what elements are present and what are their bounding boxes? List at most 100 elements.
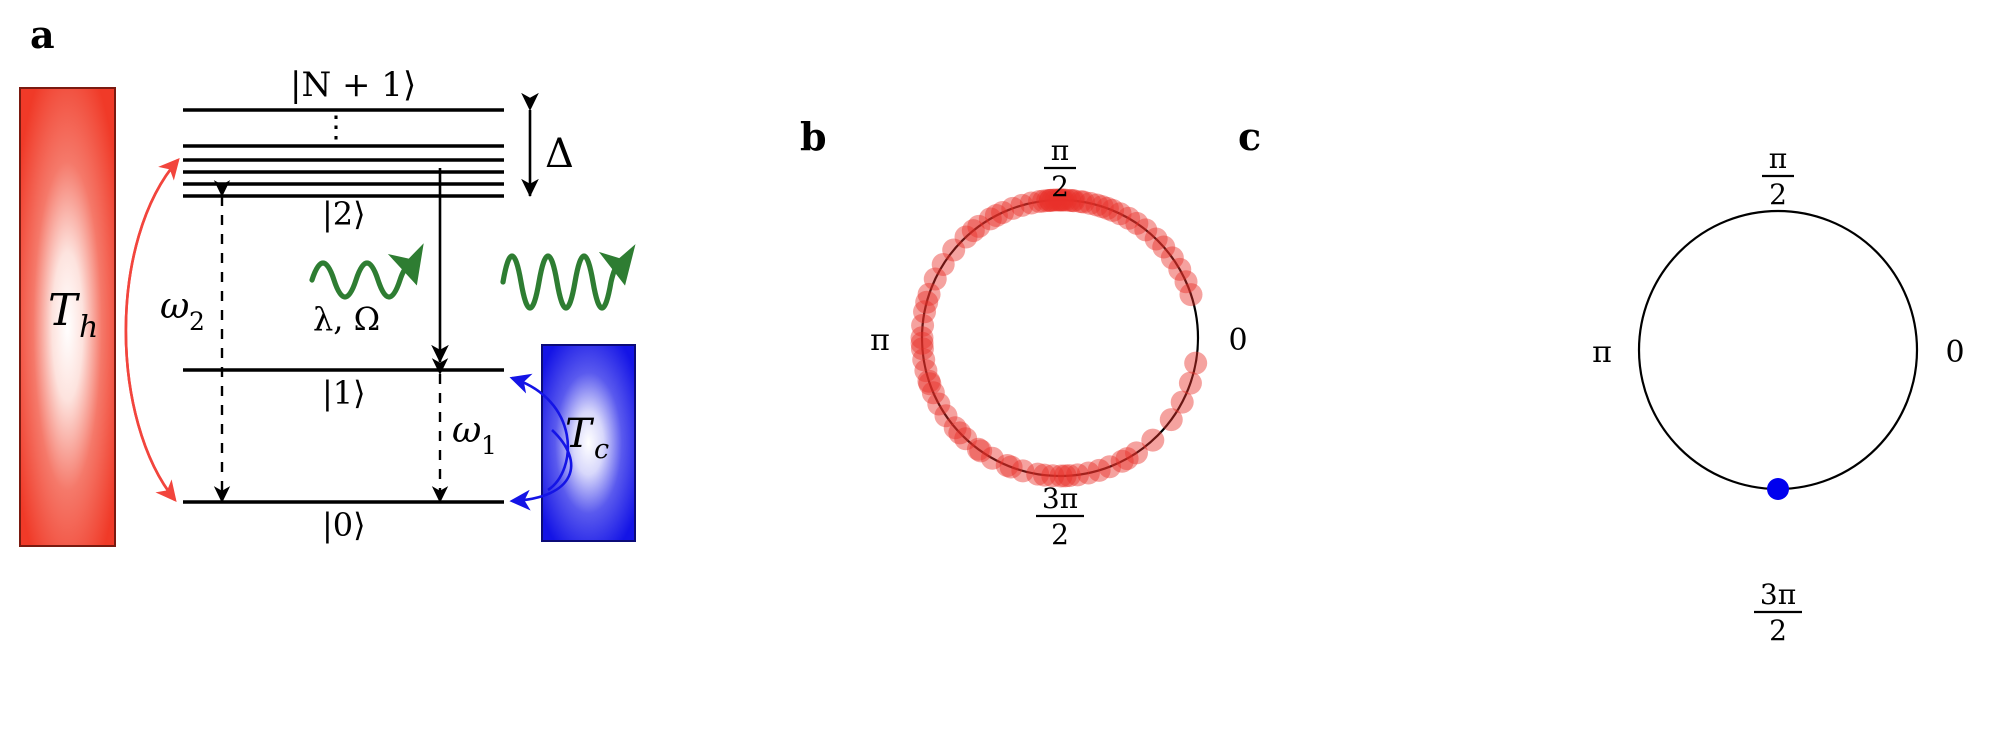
- phase-point: [1066, 463, 1090, 487]
- phase-point: [1174, 270, 1198, 294]
- phase-point: [921, 381, 945, 405]
- phase-point: [917, 369, 941, 393]
- phase-point: [1134, 218, 1158, 242]
- phase-point: [1049, 464, 1073, 488]
- cold-bath-arrow-down: [509, 429, 573, 511]
- phase-point: [1117, 206, 1141, 230]
- phase-point: [931, 253, 955, 277]
- phase-point: [1125, 441, 1148, 465]
- phase-point: [1098, 455, 1122, 479]
- phase-point: [978, 207, 1002, 231]
- phase-circle-b: [920, 198, 1200, 478]
- hot-bath-box: [19, 87, 116, 547]
- phase-point: [923, 267, 947, 291]
- phase-point: [1048, 188, 1072, 212]
- phase-point: [1071, 190, 1095, 214]
- phase-point: [917, 282, 941, 306]
- phase-point: [1038, 188, 1062, 212]
- panel-c-tick-bottom-den: 2: [1769, 614, 1787, 647]
- phase-point: [1144, 227, 1168, 251]
- phase-point: [1049, 188, 1073, 212]
- phase-point: [1159, 408, 1183, 432]
- phase-point: [1001, 196, 1025, 220]
- phase-point: [1058, 188, 1082, 212]
- hot-bath-arrow-down: [124, 159, 179, 503]
- phase-point: [1184, 351, 1208, 375]
- phase-point: [1090, 195, 1114, 219]
- manifold-dots: ⋮: [321, 111, 351, 144]
- phase-point: [967, 214, 991, 238]
- phase-scatter-c: [1767, 478, 1789, 500]
- panel-b-label: b: [800, 114, 827, 159]
- phase-point: [910, 326, 934, 350]
- phase-point: [1026, 462, 1050, 486]
- cavity-wave-output: [500, 244, 636, 311]
- panel-c-tick-top-den: 2: [1769, 178, 1787, 211]
- phase-point: [1069, 190, 1093, 214]
- phase-point: [911, 313, 935, 337]
- phase-point: [1051, 188, 1075, 212]
- phase-point: [1010, 193, 1034, 217]
- coupling-label: λ, Ω: [313, 300, 380, 338]
- phase-point: [1033, 463, 1057, 487]
- panel-c-tick-top-num: π: [1769, 142, 1787, 175]
- phase-point: [918, 372, 942, 396]
- phase-point: [1019, 191, 1043, 215]
- phase-point: [1085, 193, 1109, 217]
- phase-point: [961, 219, 985, 243]
- phase-point: [1141, 428, 1165, 452]
- phase-point: [966, 437, 990, 461]
- panel-b-tick-top-num: π: [1051, 134, 1069, 167]
- phase-point: [1062, 189, 1086, 213]
- cavity-wave-inner: [309, 243, 424, 300]
- phase-point: [913, 300, 937, 324]
- phase-point: [912, 348, 936, 372]
- phase-point: [969, 439, 993, 463]
- panel-b-tick-bottom-num: 3π: [1042, 482, 1078, 515]
- phase-point: [995, 454, 1019, 478]
- phase-point: [1076, 461, 1100, 485]
- phase-scatter-b: [910, 188, 1208, 488]
- panel-b-tick-top-den: 2: [1051, 170, 1069, 203]
- phase-point: [954, 225, 978, 249]
- phase-point: [1178, 371, 1202, 395]
- phase-point: [980, 446, 1004, 470]
- phase-point: [1061, 189, 1085, 213]
- phase-point: [1078, 191, 1102, 215]
- phase-point: [915, 290, 939, 314]
- phase-point: [1041, 188, 1065, 212]
- phase-point: [1038, 188, 1062, 212]
- cold-bath-label: T: [565, 411, 595, 457]
- panel-b-tick-left: π: [870, 323, 890, 358]
- phase-point: [1179, 283, 1203, 307]
- panel-a-label: a: [30, 12, 55, 57]
- phase-point: [910, 337, 934, 361]
- cold-bath-box: [541, 344, 636, 542]
- panel-c-tick-left: π: [1592, 335, 1612, 370]
- phase-point: [1767, 478, 1789, 500]
- cold-bath-sublabel: c: [594, 434, 609, 465]
- phase-point: [1125, 211, 1149, 235]
- phase-point: [1152, 235, 1176, 259]
- phase-point: [914, 359, 938, 383]
- phase-point: [1108, 202, 1132, 226]
- phase-point: [1115, 447, 1139, 471]
- phase-point: [1041, 464, 1065, 488]
- panel-b-tick-bottom-den: 2: [1051, 518, 1069, 551]
- cold-bath-arrow-up: [509, 373, 570, 492]
- panel-b-tick-right: 0: [1228, 323, 1247, 358]
- phase-point: [1027, 190, 1051, 214]
- omega2-sublabel: 2: [189, 307, 205, 336]
- phase-point: [1054, 188, 1078, 212]
- panel-c-tick-right: 0: [1945, 335, 1964, 370]
- phase-point: [1095, 196, 1119, 220]
- energy-manifold: [183, 108, 504, 198]
- phase-circle-c: [1637, 209, 1919, 491]
- omega1-sublabel: 1: [481, 431, 497, 460]
- phase-point: [1032, 189, 1056, 213]
- panel-c-label: c: [1238, 114, 1261, 159]
- phase-point: [1110, 449, 1134, 473]
- phase-point: [948, 421, 972, 445]
- phase-point: [1011, 459, 1035, 483]
